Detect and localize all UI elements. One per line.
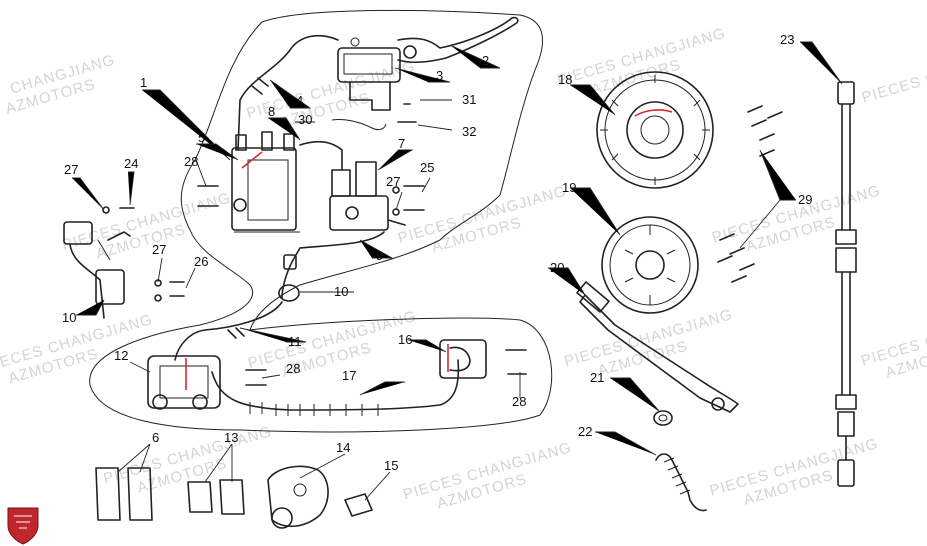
callout-31: 31 <box>462 92 476 107</box>
callout-4: 4 <box>296 93 303 108</box>
callout-24: 24 <box>124 156 138 171</box>
callout-25: 25 <box>420 160 434 175</box>
hose-17-clamps <box>249 402 379 416</box>
callout-numbers: 1 2 3 4 5 6 7 8 9 10 10 11 12 13 14 15 1… <box>62 32 812 473</box>
callout-10-rear-master: 10 <box>62 310 76 325</box>
callout-18: 18 <box>558 72 572 87</box>
brake-cable <box>835 81 857 487</box>
line-joint-10 <box>278 254 300 302</box>
watermark-line1-c: PIECES CHANGJIANG <box>860 42 927 106</box>
callout-22: 22 <box>578 424 592 439</box>
callout-21: 21 <box>590 370 604 385</box>
rear-brake-disc <box>601 216 699 314</box>
front-brake-disc <box>596 71 714 189</box>
callout-1: 1 <box>140 75 147 90</box>
return-spring <box>655 453 707 512</box>
front-master-cylinder <box>337 16 519 111</box>
callout-29: 29 <box>798 192 812 207</box>
callout-26: 26 <box>194 254 208 269</box>
changjiang-shield-logo <box>7 507 39 545</box>
callout-3: 3 <box>436 68 443 83</box>
brake-pads-rear <box>187 479 245 515</box>
pedal-nut <box>653 410 673 426</box>
callout-28-top: 28 <box>184 154 198 169</box>
callout-32: 32 <box>462 124 476 139</box>
abs-modulator <box>231 131 300 233</box>
callout-10-joint: 10 <box>334 284 348 299</box>
callout-2: 2 <box>482 53 489 68</box>
callout-30: 30 <box>298 112 312 127</box>
callout-15: 15 <box>384 458 398 473</box>
hose-11 <box>174 301 283 361</box>
callout-19: 19 <box>562 180 576 195</box>
pad-spring <box>344 493 373 517</box>
callout-9: 9 <box>376 248 383 263</box>
hose-11-clamps <box>227 327 245 339</box>
callout-27-left: 27 <box>64 162 78 177</box>
rear-master-cylinder <box>63 221 131 319</box>
callout-27-mid: 27 <box>152 242 166 257</box>
callout-23: 23 <box>780 32 794 47</box>
callout-17: 17 <box>342 368 356 383</box>
callout-11: 11 <box>288 334 302 349</box>
assembly-outline <box>89 9 553 433</box>
callout-14: 14 <box>336 440 350 455</box>
caliper-bracket <box>267 465 329 529</box>
callout-8: 8 <box>268 104 275 119</box>
callout-7: 7 <box>398 136 405 151</box>
disc-bolts <box>717 105 783 283</box>
callout-16: 16 <box>398 332 412 347</box>
brake-pads-front <box>95 467 153 521</box>
front-caliper <box>439 339 487 379</box>
brake-pedal <box>576 281 739 413</box>
callout-5: 5 <box>198 130 205 145</box>
bolts <box>102 103 527 386</box>
hose-17 <box>211 359 460 411</box>
callout-28-right: 28 <box>512 394 526 409</box>
callout-27-right: 27 <box>386 174 400 189</box>
leader-lines <box>72 41 843 501</box>
callout-13: 13 <box>224 430 238 445</box>
brake-distribution-block <box>299 140 406 231</box>
front-brake-hose <box>237 34 339 151</box>
callout-28-mid: 28 <box>286 361 300 376</box>
hose-clamp-marks <box>251 77 269 95</box>
callout-20: 20 <box>550 260 564 275</box>
rear-caliper <box>147 355 221 410</box>
callout-6: 6 <box>152 430 159 445</box>
callout-12: 12 <box>114 348 128 363</box>
